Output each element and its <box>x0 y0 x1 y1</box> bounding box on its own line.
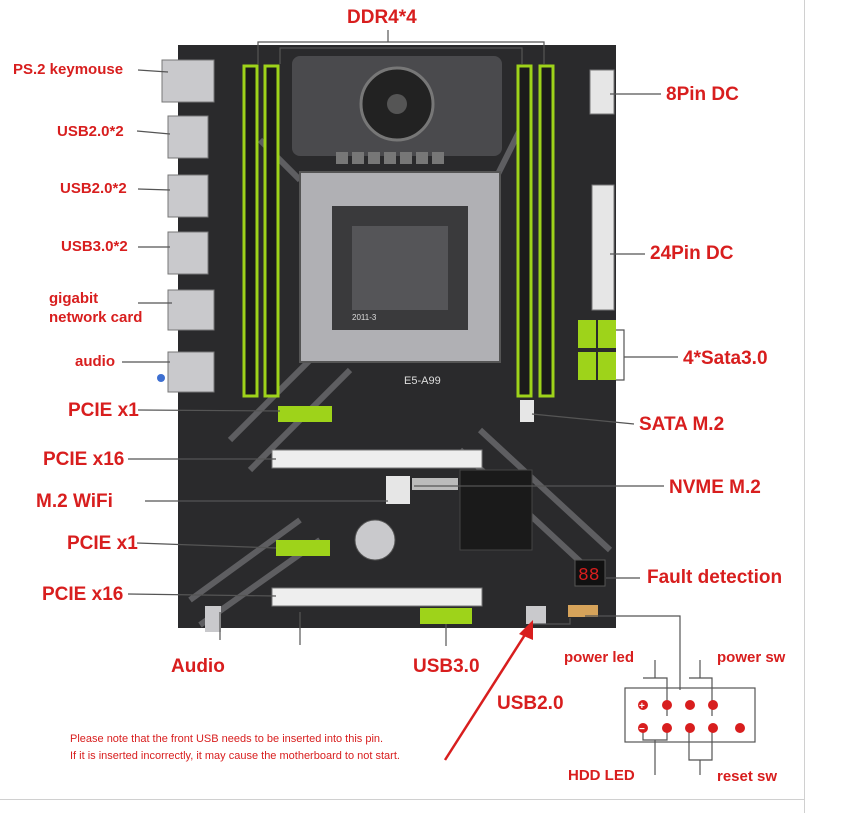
label-ps2: PS.2 keymouse <box>13 61 124 78</box>
ps2-port <box>161 59 215 103</box>
power-24pin-connector <box>591 184 615 311</box>
usb20-port-b <box>167 174 209 218</box>
label-sata: 4*Sata3.0 <box>683 348 768 369</box>
audio-header <box>205 606 221 632</box>
label-8pin-dc: 8Pin DC <box>666 84 739 105</box>
label-pcie-x16-bottom: PCIE x16 <box>42 584 124 605</box>
usb30-header <box>420 608 472 624</box>
leader-lines <box>122 30 756 775</box>
frame-border-right <box>804 0 805 813</box>
pin-plus-sign: + <box>639 701 645 712</box>
board-model: E5-A99 <box>404 375 441 387</box>
fault-display <box>574 559 606 587</box>
label-gigabit: gigabit <box>49 290 99 307</box>
chipset-heatsink <box>459 469 533 551</box>
label-hdd-led: HDD LED <box>568 767 635 784</box>
note-arrow <box>443 620 533 761</box>
usb30-port <box>167 231 209 275</box>
dimm-slot-2 <box>263 64 280 398</box>
dimm-slot-4 <box>538 64 555 398</box>
label-audio-header: Audio <box>171 656 225 677</box>
socket-label: 2011-3 <box>352 313 377 322</box>
label-m2-wifi: M.2 WiFi <box>36 491 113 512</box>
label-usb20-header: USB2.0 <box>497 693 564 714</box>
pin-minus-sign: − <box>639 724 645 735</box>
lan-port <box>167 289 215 331</box>
m2-wifi-slot <box>386 476 410 504</box>
label-sata-m2: SATA M.2 <box>639 414 725 435</box>
label-nvme-m2: NVME M.2 <box>669 477 761 498</box>
sata-port-2 <box>598 320 616 348</box>
usb20-port-a <box>167 115 209 159</box>
label-power-sw: power sw <box>717 649 786 666</box>
pcie-x1-slot-top <box>278 406 332 422</box>
label-pcie-x16-top: PCIE x16 <box>43 449 125 470</box>
sata-port-1 <box>578 320 596 348</box>
label-network-card: network card <box>49 309 143 326</box>
pcie-x16-slot-top <box>271 449 483 469</box>
m2-nvme-slot <box>412 478 458 490</box>
pcie-x16-slot-bottom <box>271 587 483 607</box>
frame-border-bottom <box>0 799 805 800</box>
note-line-1: Please note that the front USB needs to … <box>70 733 384 745</box>
sata-port-4 <box>598 352 616 380</box>
label-usb30: USB3.0*2 <box>61 238 128 255</box>
label-pcie-x1-bottom: PCIE x1 <box>67 533 138 554</box>
label-power-led: power led <box>564 649 635 666</box>
cmos-battery <box>354 519 396 561</box>
dimm-slot-1 <box>242 64 259 398</box>
label-audio-port: audio <box>75 353 115 370</box>
m2-sata-slot <box>520 400 534 422</box>
sata-port-3 <box>578 352 596 380</box>
label-ddr4: DDR4*4 <box>347 7 417 28</box>
front-panel-header <box>568 605 598 617</box>
front-panel-pins <box>638 700 745 733</box>
label-usb20-a: USB2.0*2 <box>57 123 124 140</box>
fault-display-digits: 88 <box>578 566 600 586</box>
label-pcie-x1-top: PCIE x1 <box>68 400 139 421</box>
power-8pin-connector <box>589 69 615 115</box>
dimm-slot-3 <box>516 64 533 398</box>
usb20-header <box>526 606 546 624</box>
note-line-2: If it is inserted incorrectly, it may ca… <box>70 750 400 762</box>
label-fault-detection: Fault detection <box>647 567 783 588</box>
label-reset-sw: reset sw <box>717 768 778 785</box>
label-usb30-header: USB3.0 <box>413 656 480 677</box>
pcie-x1-slot-bottom <box>276 540 330 556</box>
label-24pin-dc: 24Pin DC <box>650 243 734 264</box>
label-usb20-b: USB2.0*2 <box>60 180 127 197</box>
audio-jacks <box>167 351 215 393</box>
